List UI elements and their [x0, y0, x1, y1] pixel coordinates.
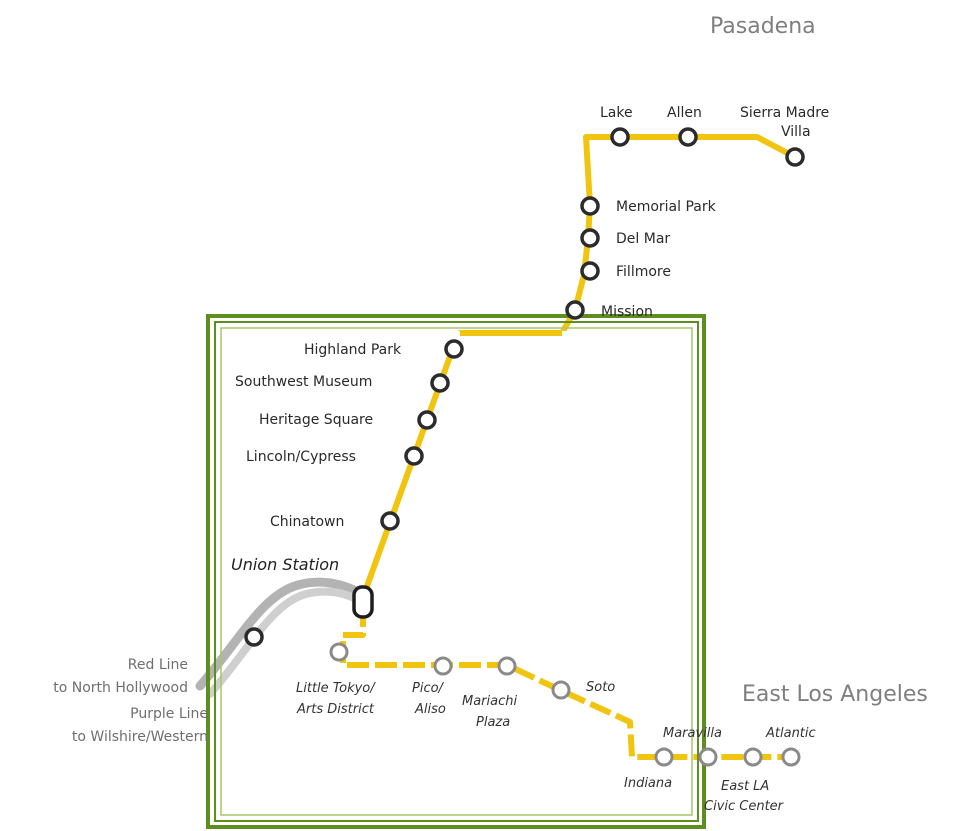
red-line-label-1: Red Line	[128, 657, 188, 673]
station-label-east-la-cc-2: Civic Center	[704, 799, 785, 814]
red-line-transfer-station[interactable]	[244, 627, 264, 647]
station-highland-park[interactable]: Highland Park	[304, 339, 464, 359]
station-lake[interactable]: Lake	[600, 105, 633, 147]
station-pico-aliso[interactable]: Pico/ Aliso	[412, 656, 453, 717]
station-east-la-civic-center[interactable]: East LA Civic Center	[704, 747, 785, 814]
station-lincoln-cypress[interactable]: Lincoln/Cypress	[246, 446, 424, 466]
station-label-lincoln-cypress: Lincoln/Cypress	[246, 449, 356, 465]
station-southwest-museum[interactable]: Southwest Museum	[235, 373, 450, 393]
station-memorial-park[interactable]: Memorial Park	[580, 196, 717, 216]
station-chinatown[interactable]: Chinatown	[270, 511, 400, 531]
station-fillmore[interactable]: Fillmore	[580, 261, 671, 281]
station-label-little-tokyo-2: Arts District	[296, 702, 375, 717]
station-label-sierra-madre-2: Villa	[781, 124, 811, 140]
region-label-east-la: East Los Angeles	[742, 682, 928, 707]
red-line-label-2: to North Hollywood	[53, 680, 188, 696]
station-label-maravilla: Maravilla	[663, 726, 722, 741]
purple-line-label-1: Purple Line	[130, 706, 208, 722]
station-label-del-mar: Del Mar	[616, 231, 670, 247]
station-label-southwest-museum: Southwest Museum	[235, 374, 372, 390]
station-label-memorial-park: Memorial Park	[616, 199, 717, 215]
station-sierra-madre-villa[interactable]: Sierra Madre Villa	[740, 105, 829, 167]
station-mariachi-plaza[interactable]: Mariachi Plaza	[462, 656, 517, 730]
red-purple-line-connector	[195, 577, 367, 698]
station-label-chinatown: Chinatown	[270, 514, 344, 530]
station-little-tokyo[interactable]: Little Tokyo/ Arts District	[296, 642, 376, 717]
station-label-atlantic: Atlantic	[765, 726, 816, 741]
station-label-allen: Allen	[667, 105, 702, 121]
station-label-little-tokyo-1: Little Tokyo/	[296, 681, 376, 696]
gold-line-eastside-segment	[340, 605, 791, 760]
gold-line-north-segment	[359, 134, 798, 603]
station-union-station[interactable]: Union Station	[231, 555, 374, 619]
station-label-union-station: Union Station	[231, 555, 339, 574]
station-label-heritage-square: Heritage Square	[259, 412, 373, 428]
station-soto[interactable]: Soto	[551, 680, 615, 700]
station-label-mission: Mission	[601, 304, 653, 320]
station-atlantic[interactable]: Atlantic	[765, 726, 816, 767]
station-label-mariachi-2: Plaza	[476, 715, 510, 730]
station-label-fillmore: Fillmore	[616, 264, 671, 280]
map-frame	[206, 314, 706, 829]
station-label-highland-park: Highland Park	[304, 342, 402, 358]
station-maravilla[interactable]: Maravilla	[663, 726, 722, 767]
station-label-sierra-madre-1: Sierra Madre	[740, 105, 829, 121]
station-heritage-square[interactable]: Heritage Square	[259, 410, 437, 430]
station-allen[interactable]: Allen	[667, 105, 702, 147]
station-label-pico-1: Pico/	[412, 681, 445, 696]
station-del-mar[interactable]: Del Mar	[580, 228, 670, 248]
station-label-indiana: Indiana	[624, 776, 672, 791]
station-label-pico-2: Aliso	[414, 702, 446, 717]
station-mission[interactable]: Mission	[565, 300, 653, 320]
frame-inner-mask	[224, 331, 690, 341]
station-label-soto: Soto	[586, 680, 615, 695]
purple-line-label-2: to Wilshire/Western	[72, 729, 208, 745]
station-indiana[interactable]: Indiana	[624, 747, 674, 791]
station-label-lake: Lake	[600, 105, 633, 121]
station-label-mariachi-1: Mariachi	[462, 694, 517, 709]
station-label-east-la-cc-1: East LA	[721, 779, 769, 794]
region-label-pasadena: Pasadena	[710, 14, 816, 39]
